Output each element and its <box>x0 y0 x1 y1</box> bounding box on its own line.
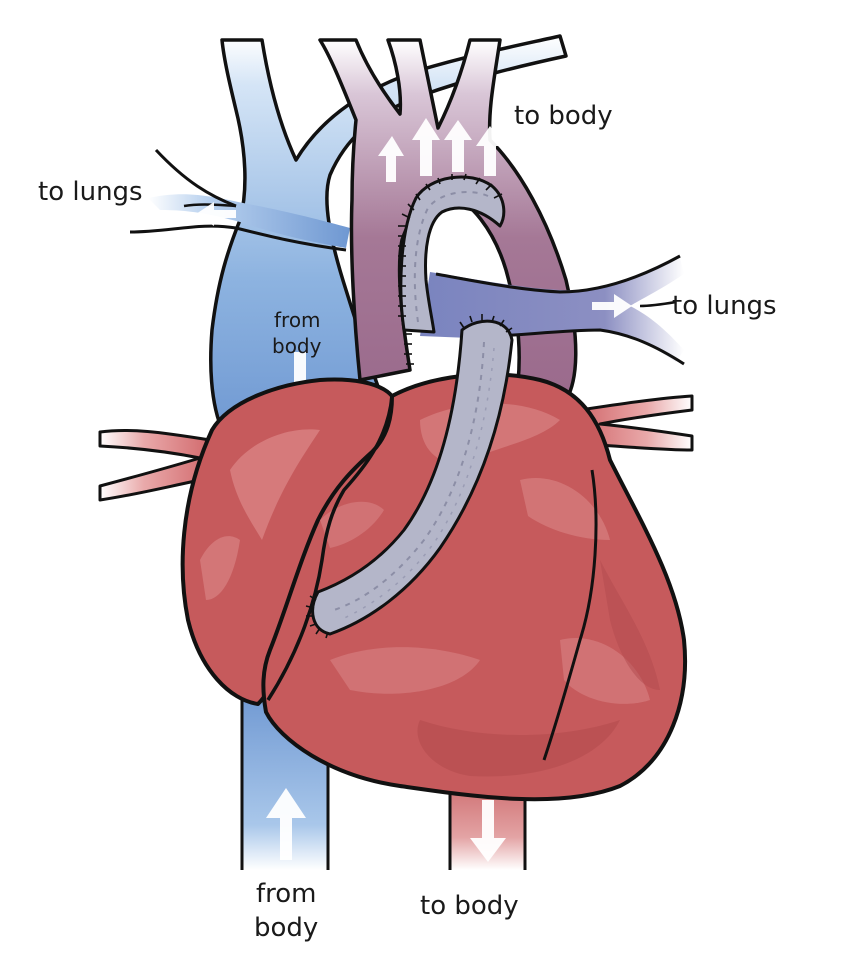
to-body-bottom-label: to body <box>420 891 519 921</box>
up-arrow-icon <box>266 788 306 860</box>
up-arrow-icon <box>476 126 504 176</box>
left-arrow-icon <box>196 202 236 226</box>
aorta <box>318 38 578 402</box>
to-lungs-left-label: to lungs <box>38 177 143 207</box>
labels: to lungs to body to lungs from body from… <box>38 101 777 943</box>
from-body-upper-label-line1: from <box>274 308 321 332</box>
right-arrow-icon <box>592 294 632 318</box>
up-arrow-icon <box>378 136 404 182</box>
to-body-top-label: to body <box>514 101 613 131</box>
from-body-lower-label-line1: from <box>256 879 317 909</box>
left-pulmonary-artery <box>148 194 350 248</box>
up-arrow-icon <box>412 118 440 176</box>
from-body-upper-label-line2: body <box>272 334 322 358</box>
ventricles <box>261 372 687 802</box>
to-lungs-right-label: to lungs <box>672 291 777 321</box>
up-arrow-icon <box>444 120 472 172</box>
from-body-lower-label-line2: body <box>254 913 318 943</box>
right-pulmonary-veins <box>578 394 694 452</box>
lower-graft <box>305 314 514 639</box>
down-arrow-icon <box>470 800 506 862</box>
pulmonary-veins <box>98 394 694 502</box>
heart <box>180 372 687 802</box>
upper-graft <box>398 173 506 365</box>
